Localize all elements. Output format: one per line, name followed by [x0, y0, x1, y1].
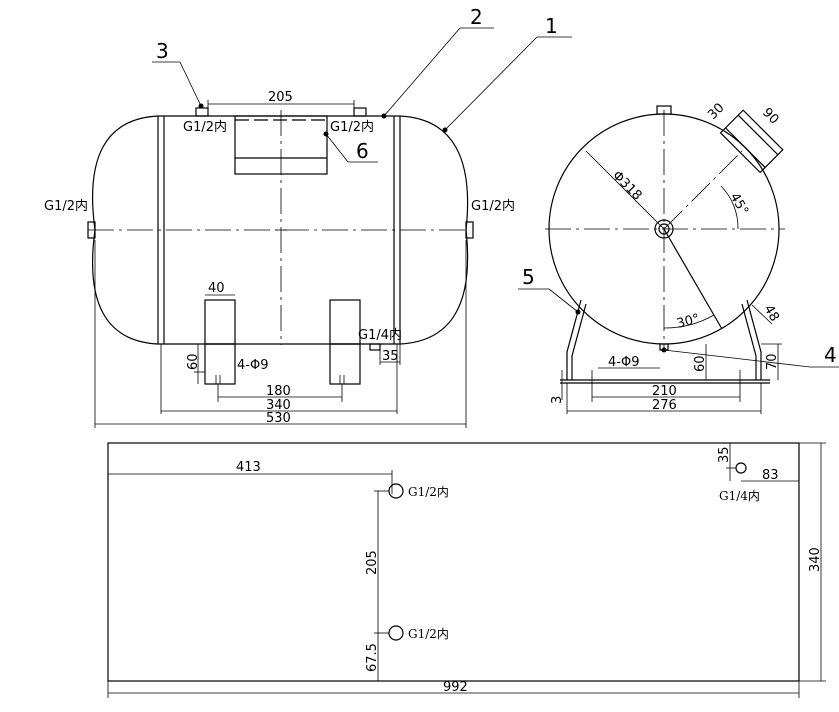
angle-45: 45°	[727, 191, 752, 218]
nozzle-axis	[663, 150, 743, 230]
dim-90-nozzle: 90	[759, 105, 781, 127]
nameplate	[234, 115, 328, 175]
label-plate-port-upper: G1/2内	[408, 485, 449, 499]
label-top-left-port: G1/2内	[183, 119, 227, 135]
leg-left-outer	[566, 299, 582, 380]
diameter-leader	[585, 150, 665, 230]
leg-right-inner	[741, 303, 757, 380]
arc-30	[663, 314, 715, 329]
saddle-right-lower	[329, 343, 361, 385]
dim-35-front: 35	[382, 349, 399, 364]
dim-35-plate: 35	[717, 446, 732, 463]
front-callouts: 1 2 3 6	[152, 5, 572, 163]
callout-5: 5	[522, 265, 535, 289]
front-view: 205 40 60 4-Φ9 180 340 530 35	[44, 5, 572, 428]
label-top-right-port: G1/2内	[330, 119, 374, 135]
plate-port-small	[735, 462, 747, 474]
angle-30: 30°	[675, 311, 701, 331]
dim-180: 180	[266, 384, 291, 399]
plate-outline	[107, 442, 800, 682]
plate-view: 413 G1/2内 G1/2内 205 67.5 992 340 35 83 G…	[107, 442, 826, 698]
front-bolt-holes: 4-Φ9	[237, 358, 268, 373]
label-plate-port-small: G1/4内	[719, 489, 760, 503]
saddle-right-upper	[329, 299, 361, 345]
label-bottom-port: G1/4内	[358, 327, 402, 343]
end-left-port	[87, 221, 96, 239]
plate-port-lower	[388, 625, 404, 641]
top-right-port	[353, 107, 367, 117]
saddle-left-upper	[204, 299, 236, 345]
dim-530: 530	[266, 411, 291, 426]
callout-3: 3	[156, 39, 169, 63]
leg-right-outer	[746, 299, 762, 380]
callout-1: 1	[545, 14, 558, 38]
dim-60-front: 60	[186, 353, 201, 370]
angle-30-line	[663, 228, 723, 330]
leg-left-inner	[571, 303, 587, 380]
dim-992: 992	[443, 680, 468, 695]
side-callouts: 5 4	[518, 265, 839, 368]
dim-210: 210	[652, 384, 677, 399]
center-boss-outer	[654, 219, 674, 239]
dim-3-side: 3	[550, 396, 565, 404]
dim-340-plate: 340	[808, 547, 823, 572]
callout-2: 2	[470, 5, 483, 29]
label-end-left-port: G1/2内	[44, 198, 88, 214]
dim-60-side: 60	[693, 355, 708, 372]
angled-nozzle	[719, 109, 784, 174]
dim-40: 40	[208, 281, 225, 296]
bottom-drain-port	[369, 343, 381, 351]
dim-30-nozzle: 30	[705, 101, 727, 123]
top-left-port	[195, 107, 209, 117]
callout-6: 6	[356, 139, 369, 163]
side-bolt-holes: 4-Φ9	[608, 355, 639, 370]
dim-205-plate: 205	[365, 550, 380, 575]
front-dimensions: 205 40 60 4-Φ9 180 340 530 35	[94, 90, 467, 428]
dim-276: 276	[652, 398, 677, 413]
arc-45	[720, 185, 739, 230]
dim-70-side: 70	[765, 353, 780, 370]
plate-port-upper	[388, 483, 404, 499]
callout-4: 4	[824, 343, 837, 367]
label-end-right-port: G1/2内	[471, 198, 515, 214]
side-dimensions: 4-Φ9 60 70 48 3 210 276	[550, 303, 782, 414]
dim-67-5: 67.5	[365, 643, 380, 672]
dim-phi318: Φ318	[609, 168, 644, 203]
dim-205: 205	[268, 90, 293, 105]
dim-83: 83	[762, 468, 779, 483]
dim-340-front: 340	[266, 398, 291, 413]
side-top-port	[656, 105, 672, 115]
end-right-port	[465, 221, 474, 239]
dim-48-side: 48	[761, 303, 782, 325]
label-plate-port-lower: G1/2内	[408, 627, 449, 641]
side-view: Φ318 45° 30° 30 90 4-Φ9 60 70	[518, 101, 839, 414]
center-boss-inner	[658, 223, 670, 235]
dim-413: 413	[236, 460, 261, 475]
